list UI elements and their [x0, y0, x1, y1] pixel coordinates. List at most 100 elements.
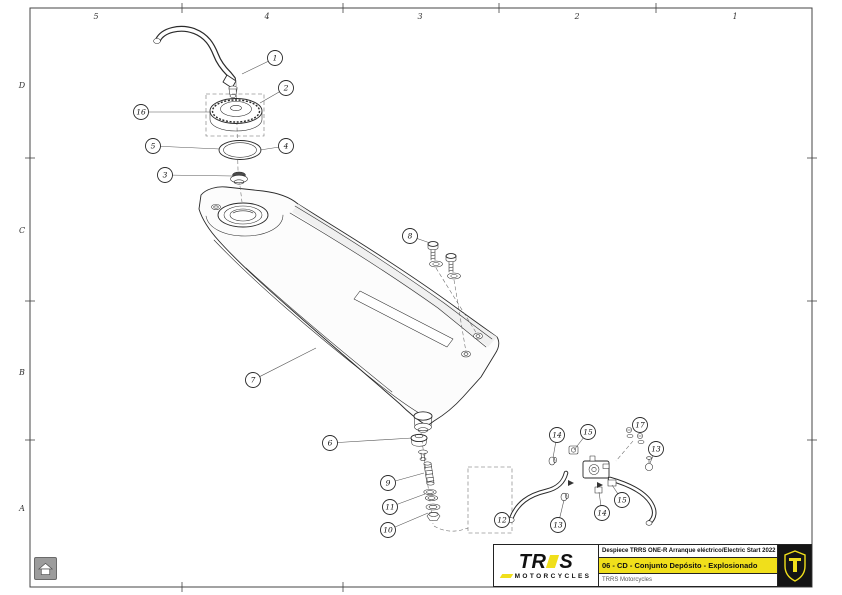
tap-bolt	[418, 449, 428, 461]
callout-3: 3	[157, 167, 234, 183]
sheet-frame: 5 4 3 2 1 D C B A	[18, 3, 817, 592]
grid-col-5: 5	[93, 12, 98, 21]
callout-12: 12	[494, 512, 511, 528]
callout-5: 5	[145, 138, 221, 154]
logo-chevron-icon	[499, 574, 513, 578]
elbow-fitting-lower	[607, 479, 617, 487]
svg-text:3: 3	[163, 171, 168, 180]
filler-neck	[211, 202, 269, 228]
svg-text:11: 11	[385, 503, 395, 512]
petcock-body	[582, 455, 610, 479]
svg-text:15: 15	[583, 428, 593, 437]
callout-14: 14	[594, 491, 610, 521]
o-rings	[423, 489, 438, 501]
grid-row-b: B	[18, 368, 25, 377]
callout-2: 2	[259, 80, 294, 104]
callout-17: 17	[632, 417, 648, 433]
screw-lower	[445, 253, 461, 280]
svg-text:2: 2	[283, 84, 289, 93]
trrs-shield-logo	[777, 545, 811, 586]
callout-13: 13	[648, 441, 664, 464]
callout-13: 13	[550, 499, 566, 533]
trs-logo-sub: MOTORCYCLES	[499, 572, 592, 580]
tap-nut	[425, 503, 441, 521]
callout-9: 9	[380, 472, 425, 491]
fuel-line-assembly	[433, 427, 657, 534]
title-line-document: Despiece TRRS ONE-R Arranque eléctrico/E…	[599, 545, 777, 558]
callout-16: 16	[133, 104, 211, 120]
callout-15: 15	[573, 424, 596, 451]
svg-text:9: 9	[386, 479, 391, 488]
svg-text:13: 13	[651, 445, 661, 454]
callout-11: 11	[382, 493, 426, 515]
logo-sub-text: MOTORCYCLES	[514, 572, 592, 580]
rubber-grommet	[230, 171, 248, 185]
trs-logo: TR S MOTORCYCLES	[494, 545, 599, 586]
grid-row-a: A	[18, 504, 25, 513]
fuel-cap	[209, 98, 263, 132]
mount-hole-upper	[473, 332, 483, 340]
logo-text-left: TR	[518, 550, 547, 573]
grid-col-1: 1	[732, 12, 737, 21]
svg-text:17: 17	[635, 421, 645, 430]
grid-col-3: 3	[417, 12, 422, 21]
trs-logo-text: TR S	[519, 552, 574, 572]
banjo-fitting	[645, 456, 653, 471]
svg-text:8: 8	[408, 232, 413, 241]
tank-mount-screws	[427, 241, 478, 353]
callout-4: 4	[259, 138, 294, 154]
svg-text:13: 13	[553, 521, 563, 530]
screw-upper	[427, 241, 443, 268]
tank-side-slot	[353, 290, 454, 348]
title-block: TR S MOTORCYCLES Despiece TRRS ONE-R Arra…	[493, 544, 812, 587]
svg-text:14: 14	[597, 509, 607, 518]
svg-text:16: 16	[136, 108, 146, 117]
fuel-tank-outline	[198, 186, 500, 427]
svg-text:5: 5	[151, 142, 156, 151]
fuel-hose-left	[508, 470, 569, 522]
elbow-fitting-upper	[568, 445, 579, 455]
svg-text:1: 1	[273, 54, 278, 63]
svg-text:12: 12	[497, 516, 507, 525]
breather-hose	[153, 25, 238, 98]
logo-diamond-icon	[546, 555, 560, 568]
title-block-rows: Despiece TRRS ONE-R Arranque eléctrico/E…	[599, 545, 777, 586]
tank-outlet	[413, 411, 433, 433]
fuel-tank-body	[198, 186, 500, 433]
callout-1: 1	[241, 50, 283, 75]
fuel-cap-stack	[205, 81, 265, 203]
cap-gasket-ring	[218, 140, 262, 160]
callout-15: 15	[611, 484, 630, 508]
svg-text:10: 10	[383, 526, 393, 535]
grid-col-2: 2	[573, 12, 579, 21]
petcock-screws	[626, 427, 645, 444]
home-button[interactable]	[34, 557, 57, 580]
svg-text:6: 6	[328, 439, 333, 448]
title-line-section: 06 - CD - Conjunto Depósito - Explosiona…	[599, 558, 777, 574]
callout-7: 7	[245, 347, 317, 388]
grid-row-d: D	[18, 81, 26, 90]
svg-text:14: 14	[552, 431, 562, 440]
home-icon	[38, 562, 53, 575]
nipple-fitting	[594, 486, 603, 494]
hose-clamp-upper	[548, 456, 557, 466]
title-line-company: TRRS Motorcycles	[602, 577, 653, 583]
svg-text:15: 15	[617, 496, 627, 505]
svg-text:4: 4	[283, 142, 289, 151]
logo-text-right: S	[559, 550, 574, 573]
fuel-tap-assembly	[410, 432, 441, 525]
shield-icon	[783, 549, 806, 582]
grid-row-c: C	[19, 226, 25, 235]
callout-8: 8	[402, 228, 431, 244]
callout-10: 10	[380, 512, 429, 538]
hose-clamp-lower	[560, 492, 569, 502]
filter-spring	[423, 461, 435, 486]
callout-6: 6	[322, 435, 413, 451]
svg-text:7: 7	[251, 376, 256, 385]
callout-14: 14	[549, 427, 565, 459]
vent-hole	[211, 204, 221, 210]
outlet-flange	[410, 433, 428, 447]
